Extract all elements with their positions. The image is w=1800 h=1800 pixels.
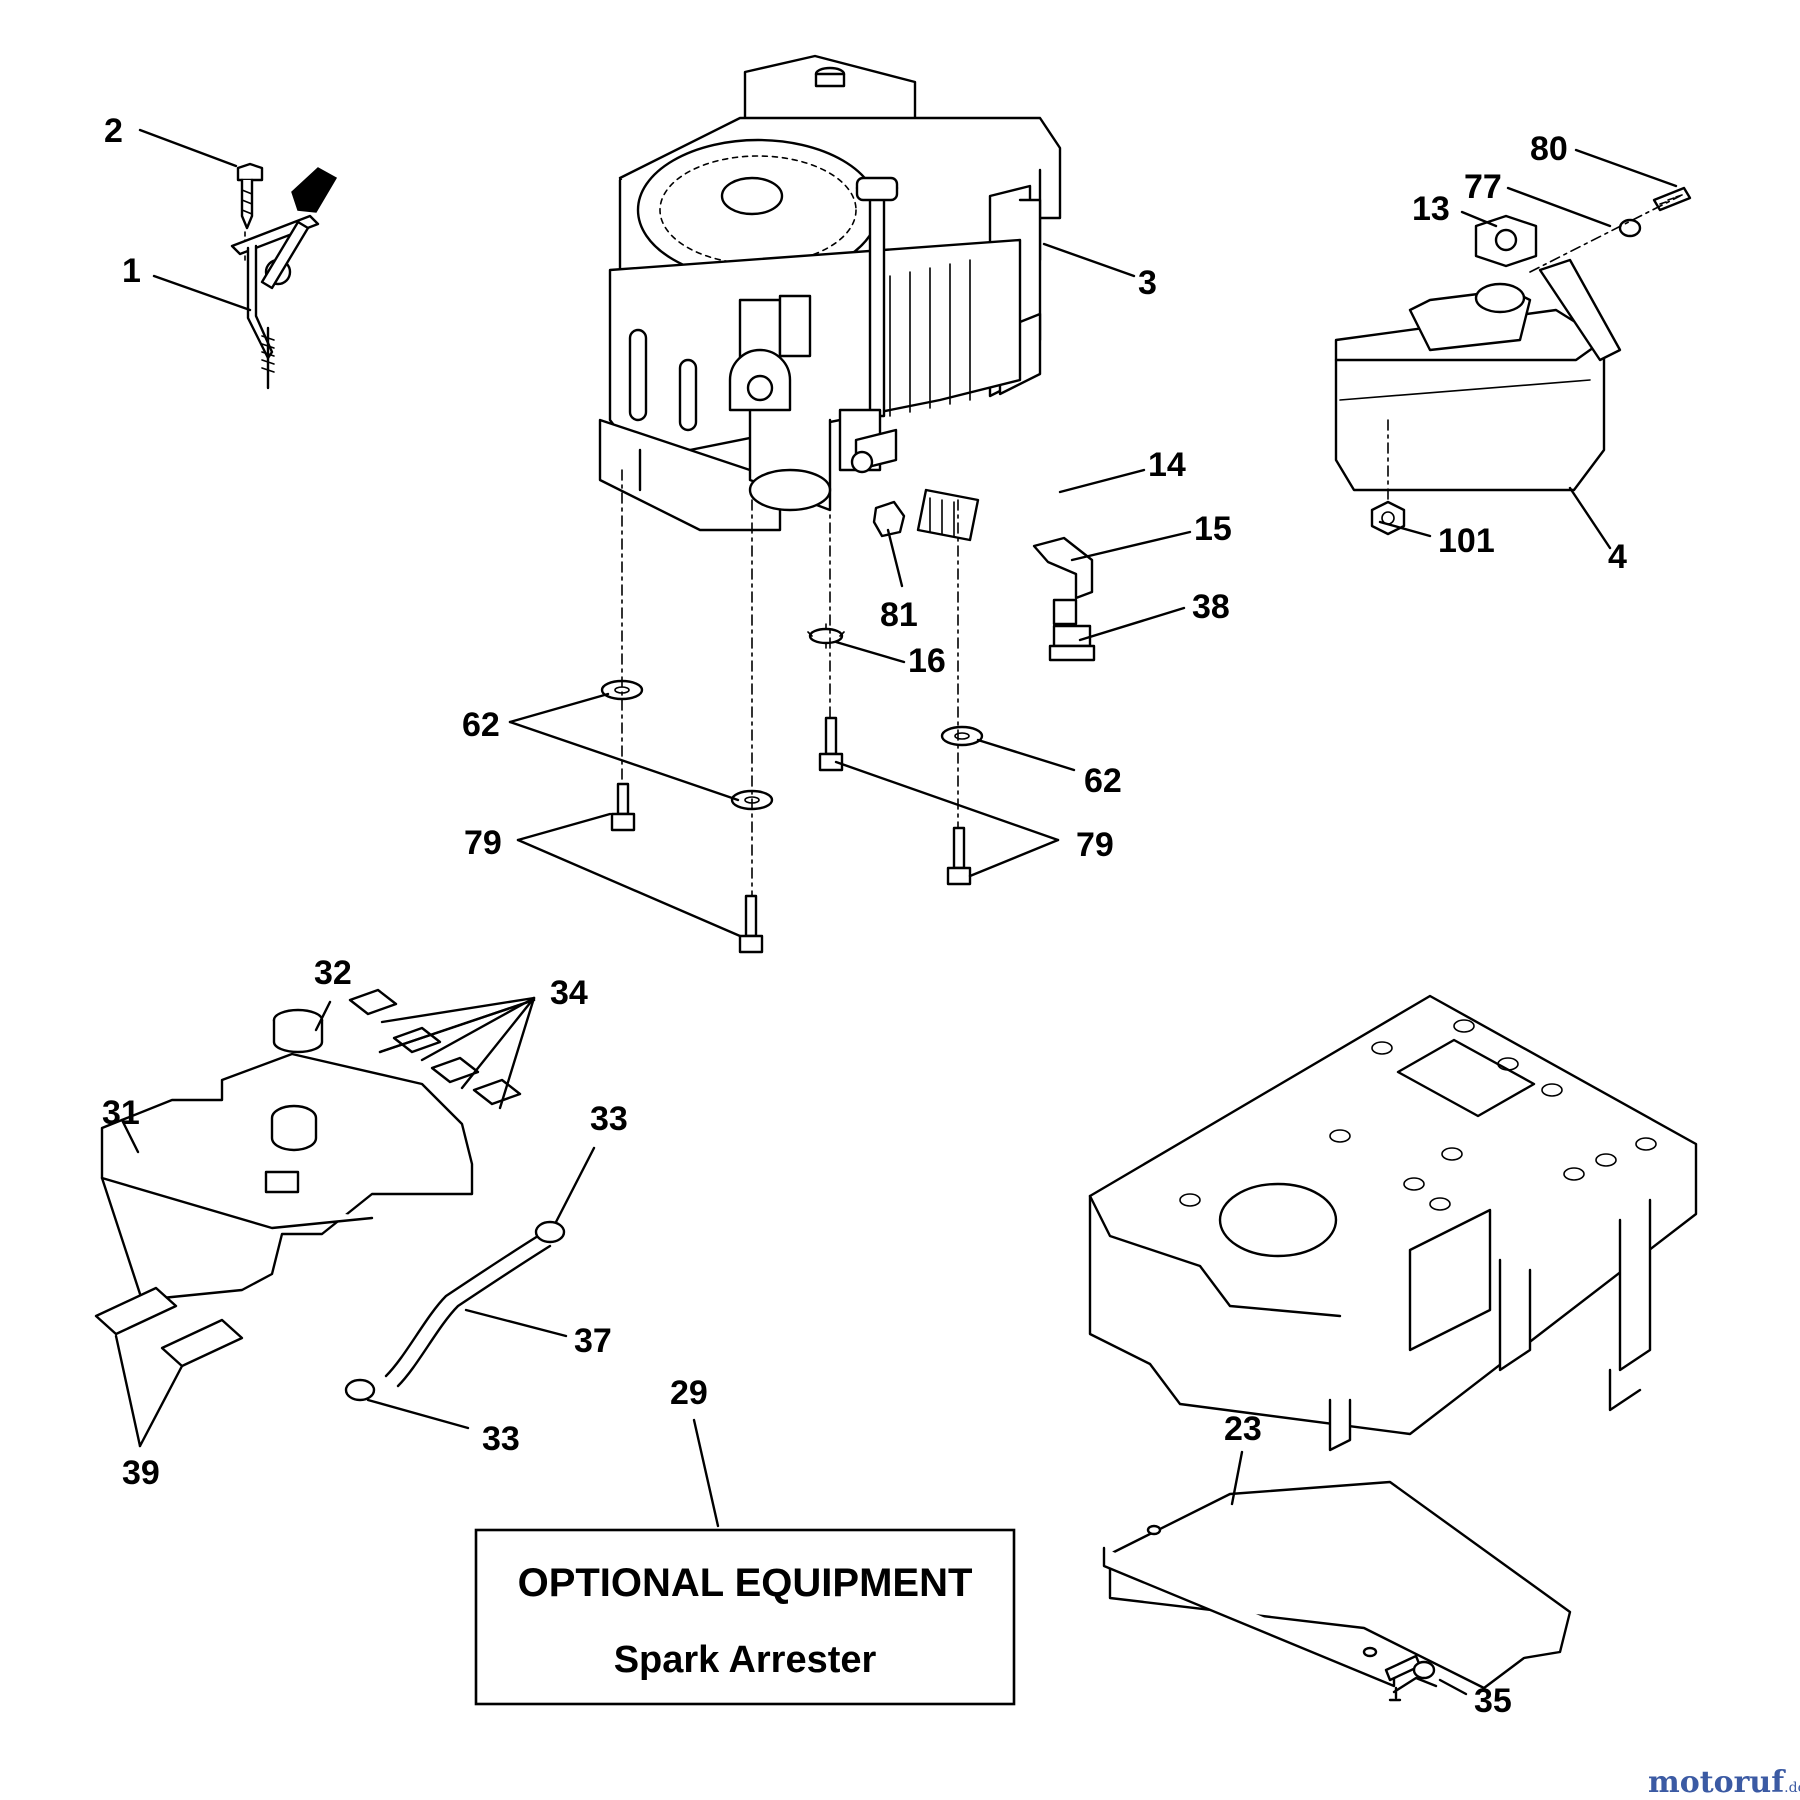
engine <box>598 54 1062 532</box>
callout-15: 15 <box>1194 510 1232 548</box>
callout-37: 37 <box>574 1322 612 1360</box>
callout-62a: 62 <box>462 706 500 744</box>
callout-4: 4 <box>1608 538 1627 576</box>
callout-13: 13 <box>1412 190 1450 228</box>
callout-77: 77 <box>1464 168 1502 206</box>
callout-101: 101 <box>1438 522 1495 560</box>
watermark-text: motoruf.de <box>1648 1765 1800 1800</box>
callouts: 1 2 3 4 13 14 15 16 23 29 31 32 33 33 34… <box>102 112 1627 1720</box>
callout-33a: 33 <box>590 1100 628 1138</box>
callout-14: 14 <box>1148 446 1186 484</box>
motor-mount-plate <box>1088 994 1698 1452</box>
callout-38: 38 <box>1192 588 1230 626</box>
throttle-control-assembly <box>230 162 338 390</box>
callout-35: 35 <box>1474 1682 1512 1720</box>
heat-shield <box>1102 1480 1572 1702</box>
callout-79b: 79 <box>1076 826 1114 864</box>
callout-79a: 79 <box>464 824 502 862</box>
callout-33b: 33 <box>482 1420 520 1458</box>
optional-equipment-title: OPTIONAL EQUIPMENT <box>518 1561 973 1605</box>
callout-29: 29 <box>670 1374 708 1412</box>
callout-39: 39 <box>122 1454 160 1492</box>
callout-2: 2 <box>104 112 123 150</box>
callout-31: 31 <box>102 1094 140 1132</box>
muffler-assembly <box>1334 186 1692 536</box>
callout-32: 32 <box>314 954 352 992</box>
leader-lines <box>114 128 1678 1696</box>
callout-34: 34 <box>550 974 588 1012</box>
callout-1: 1 <box>122 252 141 290</box>
hose-and-clamps <box>344 1220 566 1402</box>
optional-equipment-box: OPTIONAL EQUIPMENT Spark Arrester <box>474 1528 1016 1706</box>
callout-16: 16 <box>908 642 946 680</box>
callout-23: 23 <box>1224 1410 1262 1448</box>
watermark-logo: motoruf.de <box>1648 1765 1800 1800</box>
callout-80: 80 <box>1530 130 1568 168</box>
callout-3: 3 <box>1138 264 1157 302</box>
callout-81: 81 <box>880 596 918 634</box>
fittings <box>807 488 1096 662</box>
mounting-hardware <box>600 469 984 954</box>
optional-equipment-subtitle: Spark Arrester <box>614 1639 877 1681</box>
spark-arrester-shroud <box>94 988 522 1368</box>
callout-62b: 62 <box>1084 762 1122 800</box>
